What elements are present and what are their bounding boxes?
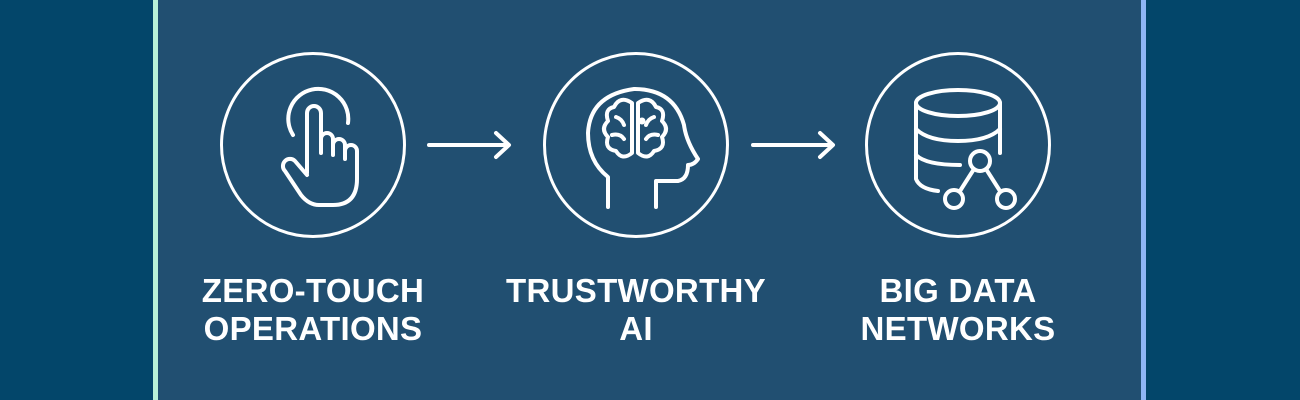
step-circle <box>543 52 729 238</box>
step-label: TRUSTWORTHY AI <box>486 272 786 348</box>
step-label-line1: ZERO-TOUCH <box>201 272 425 309</box>
step-big-data-networks: BIG DATA NETWORKS <box>808 0 1108 400</box>
background-left <box>0 0 153 400</box>
step-label-line1: TRUSTWORTHY <box>506 272 766 309</box>
step-label-line2: AI <box>619 310 653 347</box>
step-label-line2: OPERATIONS <box>203 310 423 347</box>
panel-right-border <box>1141 0 1146 400</box>
step-trustworthy-ai: TRUSTWORTHY AI <box>486 0 786 400</box>
panel-left-border <box>153 0 158 400</box>
step-label-line2: NETWORKS <box>860 310 1056 347</box>
step-circle <box>220 52 406 238</box>
step-label: ZERO-TOUCH OPERATIONS <box>163 272 463 348</box>
step-label: BIG DATA NETWORKS <box>808 272 1108 348</box>
step-circle <box>865 52 1051 238</box>
touch-hand-icon <box>280 86 359 207</box>
database-network-icon <box>914 88 1017 210</box>
background-right <box>1146 0 1300 400</box>
brain-head-icon <box>586 87 700 209</box>
step-zero-touch-operations: ZERO-TOUCH OPERATIONS <box>163 0 463 400</box>
step-label-line1: BIG DATA <box>879 272 1037 309</box>
arrow-right-icon <box>427 131 511 159</box>
arrow-right-icon <box>751 131 835 159</box>
